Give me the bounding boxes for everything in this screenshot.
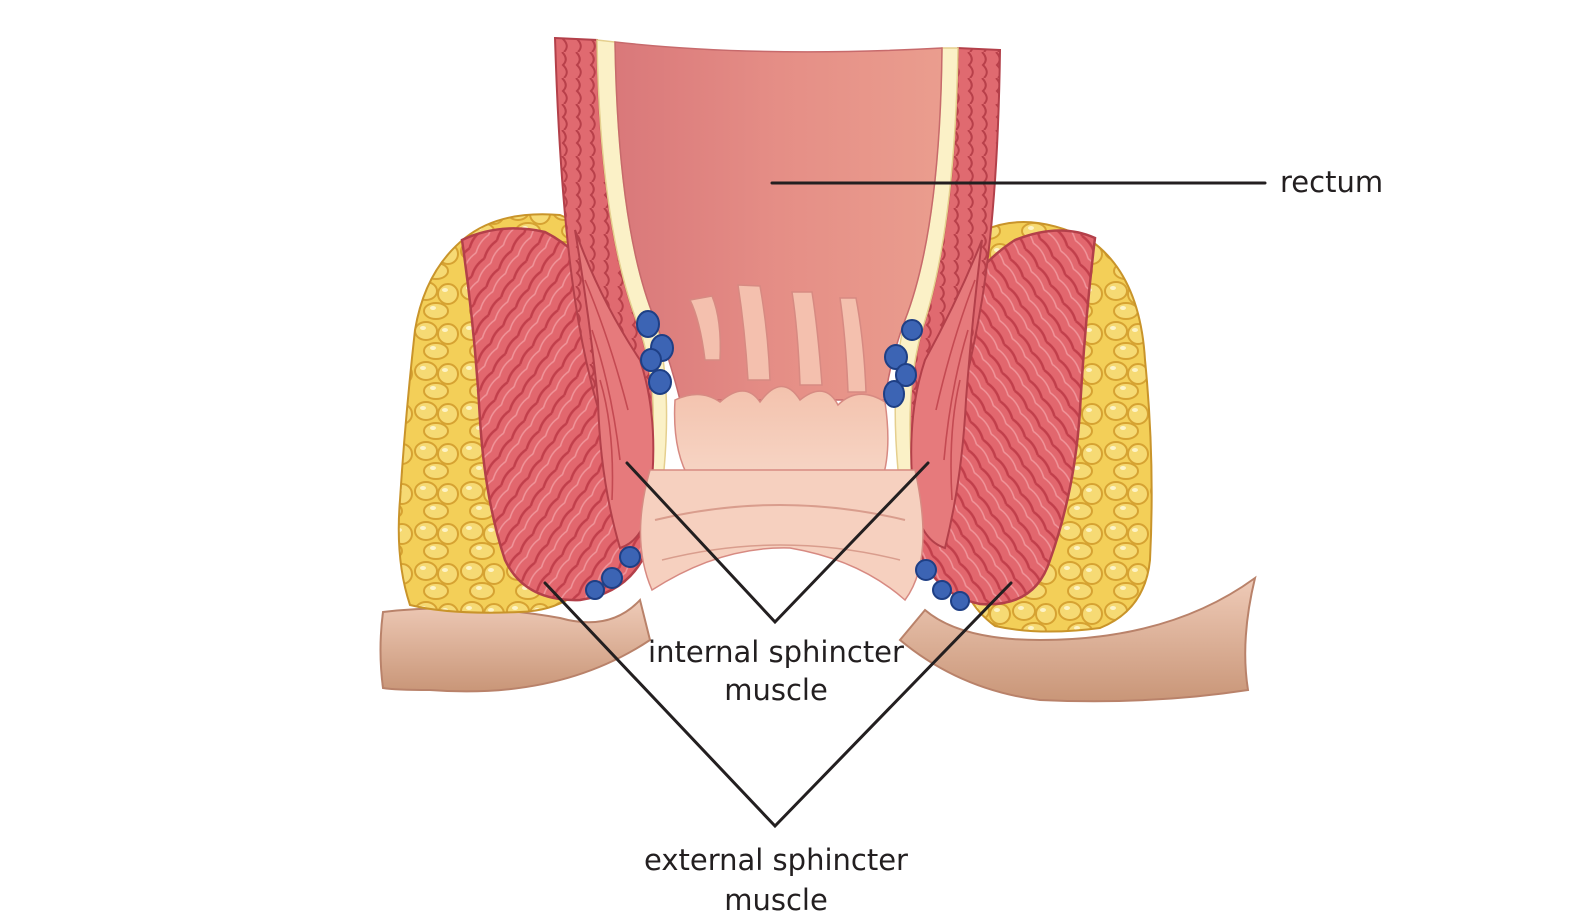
label-external-sphincter-line2: muscle [724,883,828,917]
external-sphincter-leader [543,581,1013,829]
internal-sphincter-leader [625,461,930,625]
anal-columns [688,284,867,393]
hemorrhoidal-veins-left-upper [636,310,674,395]
skin-left [379,597,652,693]
skin-right [898,575,1257,703]
label-external-sphincter-line1: external sphincter [644,843,908,877]
internal-sphincter-right [910,239,983,550]
label-rectum: rectum [1280,165,1383,199]
anal-canal [639,385,924,602]
hemorrhoidal-veins-right-lower [915,559,970,611]
label-internal-sphincter-line1: internal sphincter [648,635,904,669]
label-internal-sphincter-line2: muscle [724,673,828,707]
hemorrhoidal-veins-left-lower [585,546,641,600]
hemorrhoidal-veins-right-upper [883,319,923,408]
